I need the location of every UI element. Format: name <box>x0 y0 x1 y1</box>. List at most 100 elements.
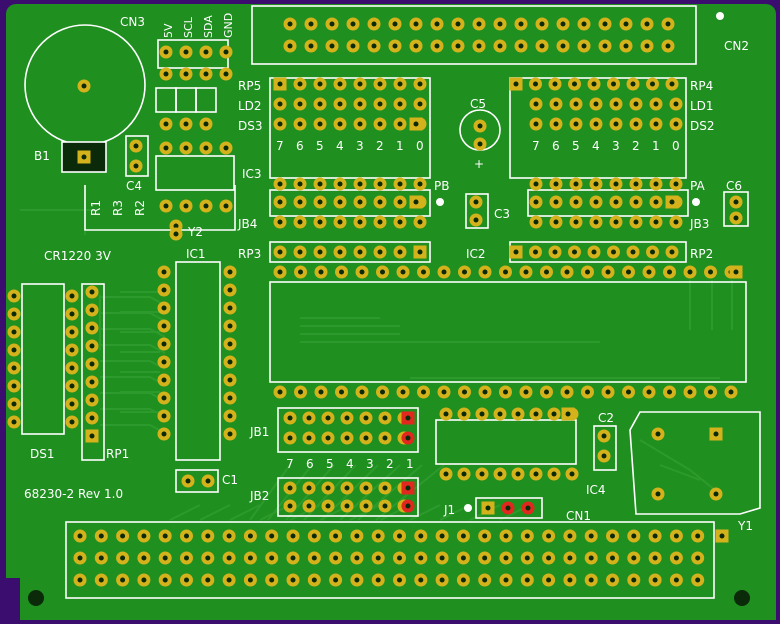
cn2-pin <box>325 39 339 53</box>
jb1-pin <box>302 431 316 445</box>
c4-pin <box>129 139 143 153</box>
ds1-pin <box>7 397 21 411</box>
cn2-pin <box>304 17 318 31</box>
trace <box>249 464 291 521</box>
cn2-pin <box>346 17 360 31</box>
jb3-pin <box>589 195 603 209</box>
cn1-pin <box>180 529 193 543</box>
ic2-pin <box>724 385 738 399</box>
cn2-pin <box>283 17 297 31</box>
ld1-pin <box>629 97 643 111</box>
jb4-pin <box>293 195 307 209</box>
jb4-pin <box>413 215 427 229</box>
cn2-label: CN2 <box>724 39 749 53</box>
cn1-pin <box>606 573 619 587</box>
rp3-label: RP3 <box>238 247 261 261</box>
ic2-pin <box>519 385 533 399</box>
ic2-pin <box>683 385 697 399</box>
ds1-pin <box>65 361 79 375</box>
cn1-pin <box>180 573 193 587</box>
rp1-pin <box>85 285 99 299</box>
ic2-outline <box>269 281 747 383</box>
ld1-pin <box>609 97 623 111</box>
jb1-pin <box>321 431 335 445</box>
cn1-label: CN1 <box>566 509 591 523</box>
mounting-hole <box>734 590 750 606</box>
cn1-pin <box>371 573 385 587</box>
trace <box>639 439 716 491</box>
y1-pin <box>709 427 723 441</box>
ic2-pin <box>458 385 471 399</box>
ds1-pin <box>7 379 21 393</box>
cn2-pin <box>619 39 633 53</box>
bit-label-right: 4 <box>592 139 600 153</box>
ds1-pin <box>7 343 21 357</box>
jb3-pin <box>629 215 643 229</box>
jb4-pin <box>293 215 307 229</box>
ic1-pin <box>223 427 237 441</box>
cn1-pin <box>243 551 257 565</box>
jb2-pin <box>401 481 415 495</box>
bit-label-right: 5 <box>572 139 580 153</box>
cn1-pin <box>435 573 449 587</box>
ld2-pin <box>273 97 287 111</box>
c1-pin <box>181 474 195 488</box>
jb3-label: JB3 <box>689 217 709 231</box>
trace <box>199 504 231 521</box>
ic1-pin <box>157 427 171 441</box>
j1-pin <box>481 501 495 515</box>
c3-label: C3 <box>494 207 510 221</box>
rp5-label: RP5 <box>238 79 261 93</box>
cn1-pin <box>201 529 215 543</box>
jb2-pin <box>359 499 373 513</box>
rp3-pin <box>293 245 307 259</box>
bit-label-left: 7 <box>276 139 284 153</box>
cn1-pin <box>542 573 556 587</box>
cn2-pin <box>598 39 612 53</box>
cn2-pin <box>640 39 654 53</box>
cn1-pin <box>435 529 449 543</box>
ic2-pin <box>478 385 492 399</box>
cn2-pin <box>367 17 381 31</box>
ld1-pin <box>549 97 563 111</box>
ic2-pin <box>499 385 512 399</box>
rp2-pin <box>548 245 562 259</box>
rp1-pin <box>85 321 99 335</box>
cn2-pin <box>514 39 528 53</box>
ic1-pin <box>157 319 171 333</box>
ic3-pin <box>199 199 213 213</box>
jb4-pin <box>333 215 347 229</box>
rp2-pin <box>646 245 659 259</box>
rp3-pin <box>373 245 387 259</box>
jb-bit-label: 1 <box>406 457 414 471</box>
cn2-pin <box>430 17 444 31</box>
pb-pin <box>313 177 327 191</box>
jb1-pin <box>321 411 335 425</box>
cn1-pin <box>307 551 321 565</box>
jb-bit-label: 4 <box>346 457 354 471</box>
bit-label-right: 3 <box>612 139 620 153</box>
trace <box>349 504 381 521</box>
ic2-pin <box>273 265 287 279</box>
ds2-pin <box>629 117 643 131</box>
jb2-outline <box>277 477 419 517</box>
jb4-outline <box>269 189 431 217</box>
ic2-pin <box>663 265 676 279</box>
j1-outline <box>475 497 543 519</box>
jb3-pin <box>569 195 583 209</box>
ds2-pin <box>549 117 563 131</box>
cn1-pin <box>116 529 130 543</box>
rp5-pin <box>393 77 407 91</box>
cn1-pin <box>606 529 619 543</box>
rp3-pin <box>313 245 327 259</box>
ic4-pin <box>439 467 453 481</box>
pa-pin <box>589 177 603 191</box>
trace <box>100 328 166 338</box>
jb1-pin <box>359 431 373 445</box>
cn1-pin <box>520 529 534 543</box>
ld1-pin <box>529 97 543 111</box>
ic1-pin <box>223 337 237 351</box>
cn1-pin <box>73 573 87 587</box>
cn3-pin <box>199 67 213 81</box>
cn1-pin <box>158 573 172 587</box>
